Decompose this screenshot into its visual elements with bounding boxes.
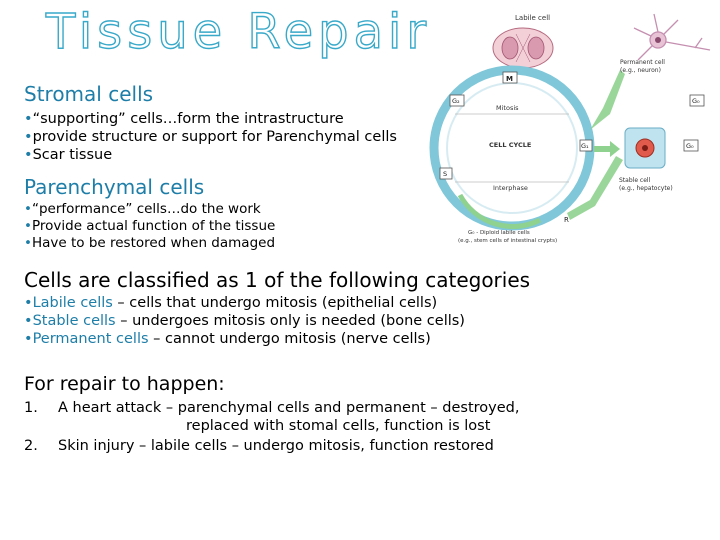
repair-item-1: 1.A heart attack – parenchymal cells and… xyxy=(24,400,520,434)
hepatocyte-icon xyxy=(624,127,666,169)
arrow-interphase xyxy=(457,193,542,229)
stromal-bullet: •provide structure or support for Parenc… xyxy=(24,129,397,145)
neuron-icon xyxy=(633,13,711,61)
labile-cell-label: Labile cell xyxy=(515,14,550,22)
cell-cycle-label: CELL CYCLE xyxy=(489,141,531,149)
parenchymal-bullets: •“performance” cells…do the work •Provid… xyxy=(24,201,275,252)
repair-heading: For repair to happen: xyxy=(24,373,225,395)
category-item: •Stable cells – undergoes mitosis only i… xyxy=(24,313,465,329)
stage-s-label: S xyxy=(443,170,447,178)
arrow-to-permanent xyxy=(590,70,625,130)
stromal-heading: Stromal cells xyxy=(24,82,154,106)
stage-r-label: R xyxy=(564,216,569,224)
stromal-bullet: •“supporting” cells…form the intrastruct… xyxy=(24,111,344,127)
slide-title: Tissue Repair xyxy=(45,3,432,60)
stable-cell-example: (e.g., hepatocyte) xyxy=(619,185,673,192)
stage-g0-label-right: G₀ xyxy=(686,142,694,150)
parenchymal-heading: Parenchymal cells xyxy=(24,175,205,199)
arrow-return xyxy=(567,156,623,220)
categories-list: •Labile cells – cells that undergo mitos… xyxy=(24,294,465,348)
repair-item-2: 2.Skin injury – labile cells – undergo m… xyxy=(24,438,494,454)
category-item: •Permanent cells – cannot undergo mitosi… xyxy=(24,331,431,347)
mitosis-label: Mitosis xyxy=(496,104,519,112)
stromal-bullets: •“supporting” cells…form the intrastruct… xyxy=(24,110,397,164)
permanent-cell-label: Permanent cell xyxy=(620,59,665,66)
stable-cell-label: Stable cell xyxy=(619,177,651,184)
parenchymal-bullet: •Provide actual function of the tissue xyxy=(24,218,276,234)
categories-heading: Cells are classified as 1 of the followi… xyxy=(24,268,531,292)
arrow-to-stable xyxy=(594,141,620,157)
parenchymal-bullet: •“performance” cells…do the work xyxy=(24,201,261,217)
stage-g1-label: G₁ xyxy=(581,142,589,150)
stage-m-label: M xyxy=(506,75,513,83)
g0-note-line2: (e.g., stem cells of intestinal crypts) xyxy=(458,238,557,244)
g0-note-line1: G₀ - Diploid labile cells xyxy=(468,230,530,236)
category-item: •Labile cells – cells that undergo mitos… xyxy=(24,295,438,311)
labile-cell-icon xyxy=(492,27,554,69)
cell-cycle-diagram: Labile cell M G₂ S G₁ R Mitosis CELL CYC… xyxy=(429,13,711,244)
stage-g0-label-top: G₀ xyxy=(692,97,700,105)
interphase-label: Interphase xyxy=(493,184,528,192)
permanent-cell-example: (e.g., neuron) xyxy=(620,67,661,74)
stromal-bullet: •Scar tissue xyxy=(24,147,113,163)
stage-g2-label: G₂ xyxy=(452,97,460,105)
parenchymal-bullet: •Have to be restored when damaged xyxy=(24,235,276,251)
